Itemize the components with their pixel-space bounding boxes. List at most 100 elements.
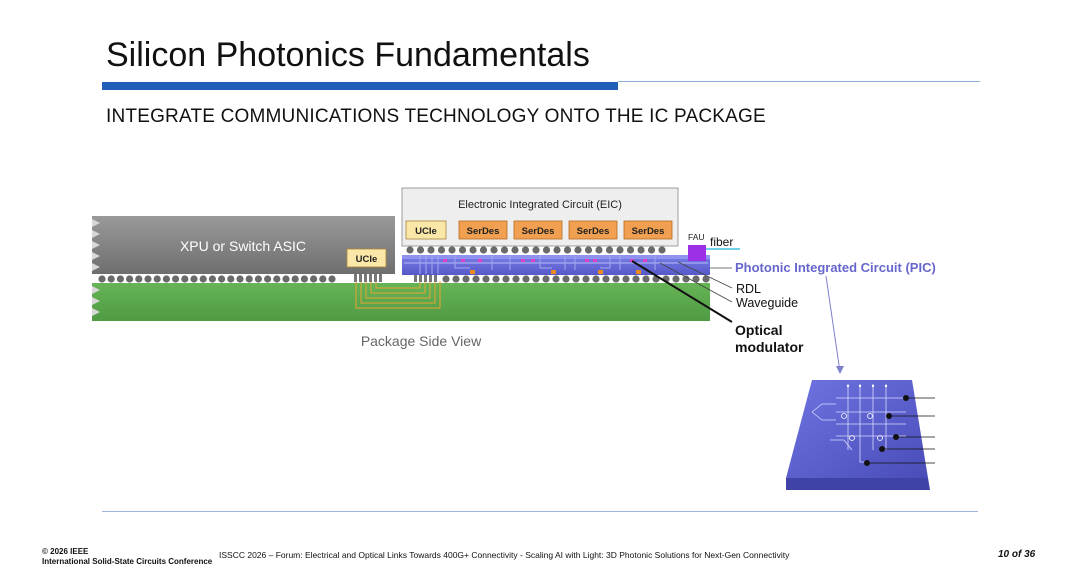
asic-label: XPU or Switch ASIC — [180, 238, 306, 254]
solder-bump — [291, 275, 299, 283]
serdes-block-3 — [568, 220, 618, 240]
solder-bump — [328, 275, 336, 283]
serdes-label-3: SerDes — [577, 226, 610, 237]
solder-bump — [582, 275, 590, 283]
solder-bump — [98, 275, 106, 283]
solder-bump — [452, 275, 460, 283]
solder-bump — [637, 246, 645, 254]
solder-bump — [532, 246, 540, 254]
solder-bump — [584, 246, 593, 254]
solder-bump — [181, 275, 189, 283]
waveguide-callout-line — [659, 262, 733, 303]
eic-label: Electronic Integrated Circuit (EIC) — [458, 199, 622, 211]
solder-bump — [702, 275, 710, 283]
asic-edge-arrows — [92, 219, 100, 271]
solder-bump — [522, 275, 530, 283]
serdes-label-2: SerDes — [522, 226, 555, 237]
solder-bump — [442, 275, 450, 283]
solder-bump — [153, 275, 161, 283]
solder-bump — [406, 246, 414, 254]
solder-bump — [469, 246, 477, 254]
asic-bump-row — [98, 275, 336, 283]
footer-rule — [102, 511, 978, 512]
solder-bump — [254, 275, 262, 283]
solder-bump — [602, 275, 610, 283]
footer-copyright: © 2026 IEEE — [42, 547, 89, 556]
substrate-edge-arrows — [92, 286, 100, 316]
solder-bump — [521, 246, 530, 254]
solder-bump — [542, 275, 550, 283]
modulator-label-line2: modulator — [735, 339, 804, 355]
pic-label: Photonic Integrated Circuit (PIC) — [735, 260, 936, 275]
solder-bump — [310, 275, 318, 283]
solder-bump — [595, 246, 603, 254]
solder-bump — [592, 275, 600, 283]
solder-bump — [472, 275, 480, 283]
solder-bump — [107, 275, 115, 283]
pic-bump-row — [442, 275, 710, 283]
rdl-label: RDL — [736, 282, 761, 296]
solder-bump — [502, 275, 510, 283]
footer-conference-text: ISSCC 2026 – Forum: Electrical and Optic… — [219, 550, 790, 560]
eic-ucie-label: UCIe — [415, 226, 437, 237]
solder-bump — [682, 275, 690, 283]
pic-ucie-bumps — [414, 275, 437, 282]
pic-chip-pointer-head — [836, 366, 844, 374]
solder-bump — [553, 246, 561, 254]
solder-bump — [692, 275, 700, 283]
solder-bump — [458, 246, 467, 254]
solder-bump — [574, 246, 582, 254]
page-number: 10 of 36 — [998, 549, 1036, 560]
solder-bump — [236, 275, 244, 283]
solder-bump — [172, 275, 180, 283]
solder-bump — [199, 275, 207, 283]
modulator-label-line1: Optical — [735, 322, 782, 338]
solder-bump — [208, 275, 216, 283]
asic-ucie-bumps — [354, 274, 382, 282]
solder-bump — [448, 246, 456, 254]
pic-modulator-markers — [443, 259, 647, 262]
solder-bump — [190, 275, 198, 283]
solder-bump — [273, 275, 281, 283]
slide-title: Silicon Photonics Fundamentals — [106, 36, 590, 74]
rdl-callout-line — [677, 261, 733, 289]
solder-bump — [572, 275, 580, 283]
pic-orange-pads — [470, 270, 641, 274]
solder-bump — [144, 275, 152, 283]
solder-bump — [116, 275, 124, 283]
solder-bump — [490, 246, 498, 254]
solder-bump — [479, 246, 488, 254]
solder-bump — [300, 275, 308, 283]
modulator-callout-line — [631, 260, 733, 323]
asic-die — [92, 216, 395, 274]
solder-bump — [500, 246, 509, 254]
solder-bump — [319, 275, 327, 283]
solder-bump — [532, 275, 540, 283]
asic-ucie-label: UCIe — [356, 254, 378, 265]
solder-bump — [632, 275, 640, 283]
substrate-traces — [355, 281, 441, 309]
serdes-label-1: SerDes — [467, 226, 500, 237]
solder-bump — [416, 246, 425, 254]
solder-bump — [647, 246, 656, 254]
solder-bump — [562, 275, 570, 283]
pic-chip-pointer — [825, 275, 841, 373]
solder-bump — [218, 275, 226, 283]
pic-rdl-layer — [402, 255, 710, 259]
pic-tsv-lines — [419, 256, 656, 274]
solder-bump — [511, 246, 519, 254]
fau-block — [688, 245, 706, 261]
solder-bump — [612, 275, 620, 283]
serdes-block-4 — [623, 220, 673, 240]
footer-organization: International Solid-State Circuits Confe… — [42, 557, 213, 566]
asic-ucie-block — [346, 248, 387, 268]
serdes-blocks: SerDes SerDes SerDes SerDes — [458, 220, 673, 240]
solder-bump — [162, 275, 170, 283]
solder-bump — [622, 275, 630, 283]
solder-bump — [552, 275, 560, 283]
solder-bump — [658, 246, 666, 254]
fau-label: FAU — [688, 232, 705, 242]
serdes-label-4: SerDes — [632, 226, 665, 237]
package-substrate — [92, 283, 710, 321]
